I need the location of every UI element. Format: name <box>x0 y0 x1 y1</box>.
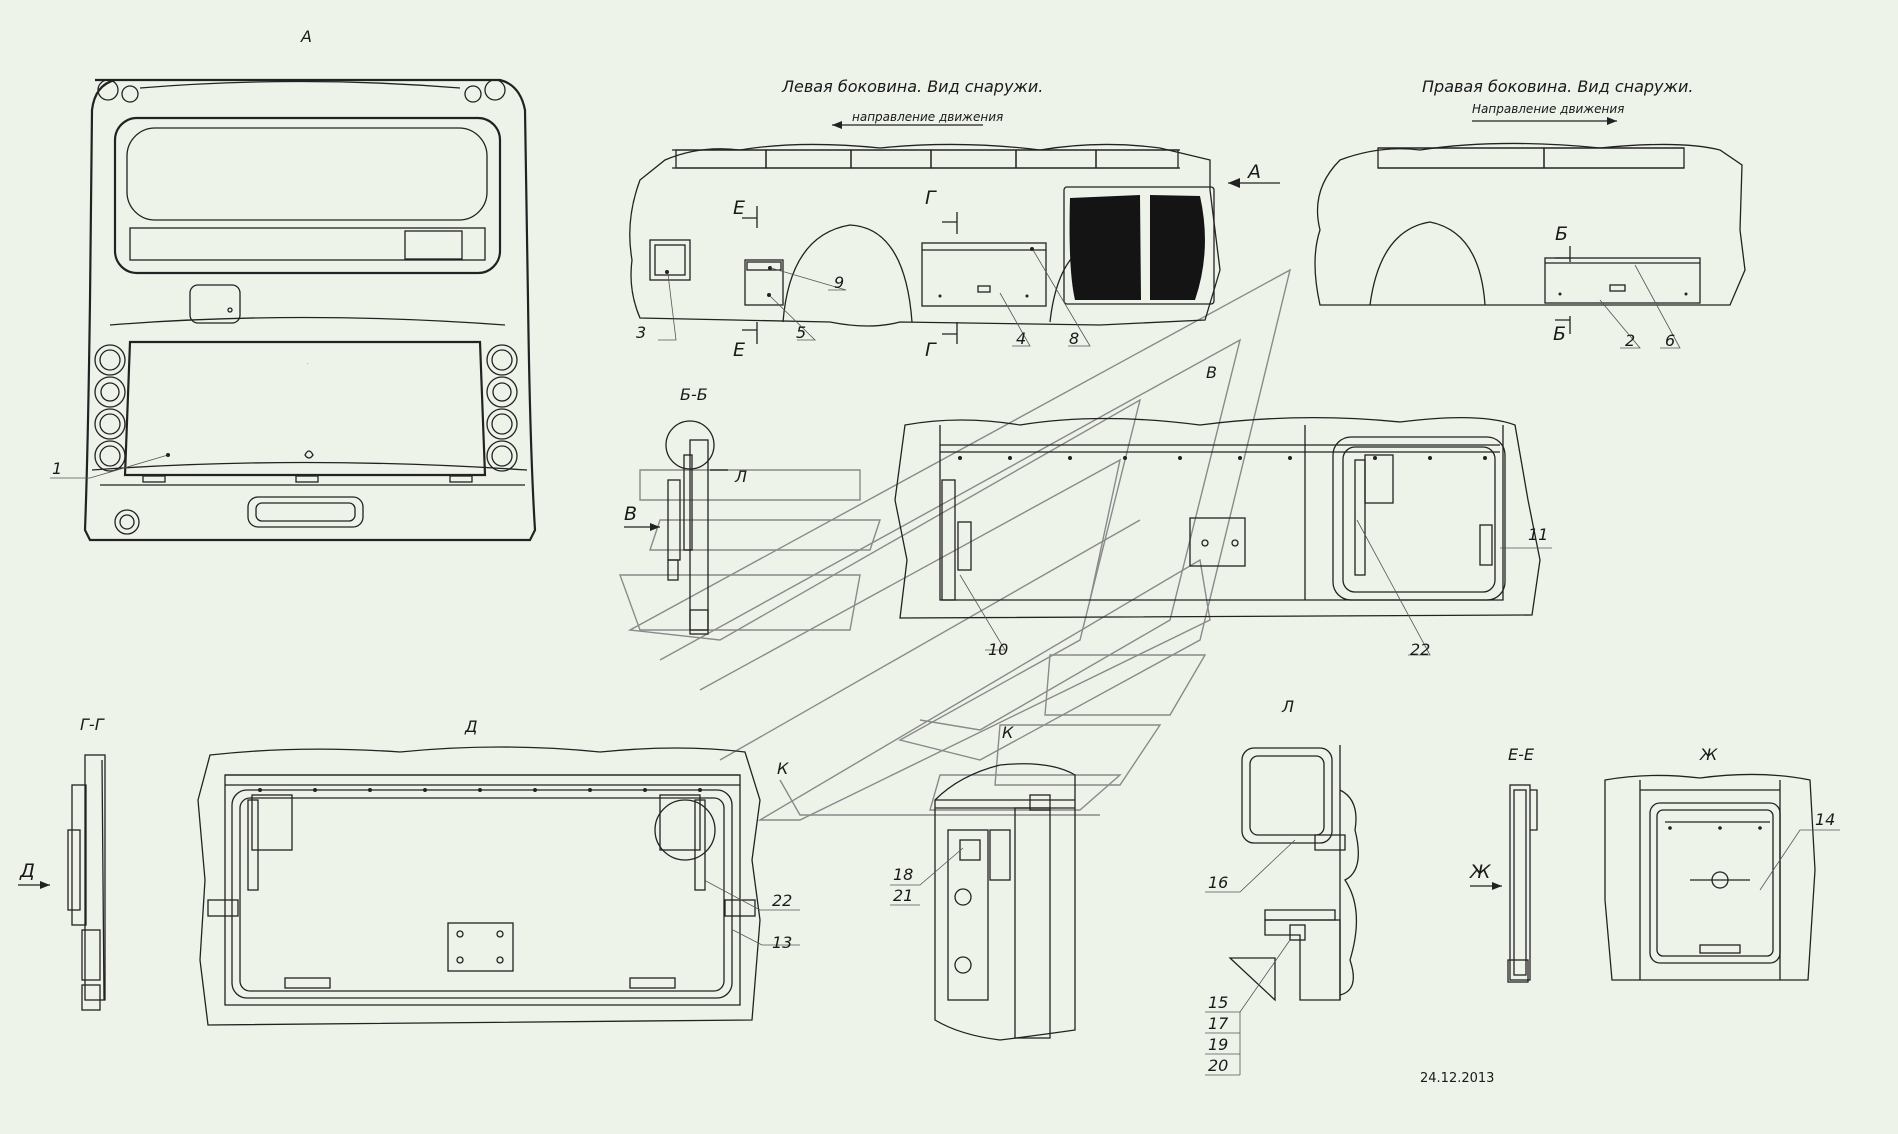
rear-view-label: А <box>300 27 312 46</box>
callout-1: 1 <box>52 459 62 478</box>
callout-4: 4 <box>1016 329 1026 348</box>
section-bb-l-ref: Л <box>734 467 747 486</box>
callout-17: 17 <box>1208 1014 1229 1033</box>
view-v-label: В <box>1206 363 1217 382</box>
right-direction-label: Направление движения <box>1472 102 1624 116</box>
left-side-title: Левая боковина. Вид снаружи. <box>781 77 1043 96</box>
right-side-view: Правая боковина. Вид снаружи. Направлени… <box>1314 77 1746 350</box>
rear-view: А · <box>50 27 537 542</box>
marker-b-top: Б <box>1555 223 1568 245</box>
section-bb: Б-Б В Л <box>624 385 747 635</box>
section-gg-label: Г-Г <box>80 715 105 734</box>
view-a-arrow: А <box>1246 161 1261 183</box>
section-ee: Е-Е Ж <box>1469 745 1538 983</box>
view-k: К 18 21 <box>890 723 1076 1041</box>
callout-11: 11 <box>1528 525 1548 544</box>
view-k-label: К <box>1002 723 1014 742</box>
left-direction-label: направление движения <box>852 110 1003 124</box>
marker-g-top: Г <box>925 187 937 209</box>
view-l: Л 16 15 17 19 20 <box>1205 697 1359 1076</box>
view-v-bolts <box>958 456 1487 460</box>
view-v: В 11 10 22 <box>894 363 1552 659</box>
view-l-label: Л <box>1281 697 1294 716</box>
callout-20: 20 <box>1208 1056 1228 1075</box>
section-gg: Г-Г Д <box>18 715 106 1011</box>
callout-14: 14 <box>1815 810 1835 829</box>
callout-22a: 22 <box>1410 640 1430 659</box>
marker-zh-arrow: Ж <box>1469 861 1492 883</box>
marker-g-bottom: Г <box>925 339 937 361</box>
marker-v-arrow: В <box>624 503 637 525</box>
drawing-date: 24.12.2013 <box>1420 1071 1494 1086</box>
callout-8: 8 <box>1069 329 1079 348</box>
callout-5: 5 <box>796 323 806 342</box>
view-zh-label: Ж <box>1699 745 1718 764</box>
section-ee-label: Е-Е <box>1508 745 1535 764</box>
view-d-k-ref: К <box>777 759 789 778</box>
callout-22b: 22 <box>772 891 792 910</box>
right-side-title: Правая боковина. Вид снаружи. <box>1422 77 1693 96</box>
callout-3: 3 <box>636 323 646 342</box>
view-zh: Ж 14 <box>1604 745 1840 981</box>
callout-21: 21 <box>893 886 913 905</box>
watermark-logo <box>619 268 1292 821</box>
callout-9: 9 <box>834 273 844 292</box>
callout-13: 13 <box>772 933 792 952</box>
marker-e-bottom: Е <box>733 339 745 361</box>
view-d-bolts <box>258 788 702 792</box>
marker-d-arrow: Д <box>19 860 35 882</box>
section-bb-label: Б-Б <box>680 385 708 404</box>
left-side-view: Левая боковина. Вид снаружи. направление… <box>629 77 1280 361</box>
callout-6: 6 <box>1665 331 1675 350</box>
callout-15: 15 <box>1208 993 1228 1012</box>
svg-text:·: · <box>307 361 309 367</box>
marker-b-bottom: Б <box>1553 323 1566 345</box>
callout-10: 10 <box>988 640 1008 659</box>
callout-2: 2 <box>1625 331 1635 350</box>
callout-19: 19 <box>1208 1035 1228 1054</box>
view-d: Д К 22 13 <box>197 717 800 1026</box>
view-d-label: Д <box>464 717 478 736</box>
callout-18: 18 <box>893 865 913 884</box>
callout-16: 16 <box>1208 873 1228 892</box>
marker-e-top: Е <box>733 197 745 219</box>
